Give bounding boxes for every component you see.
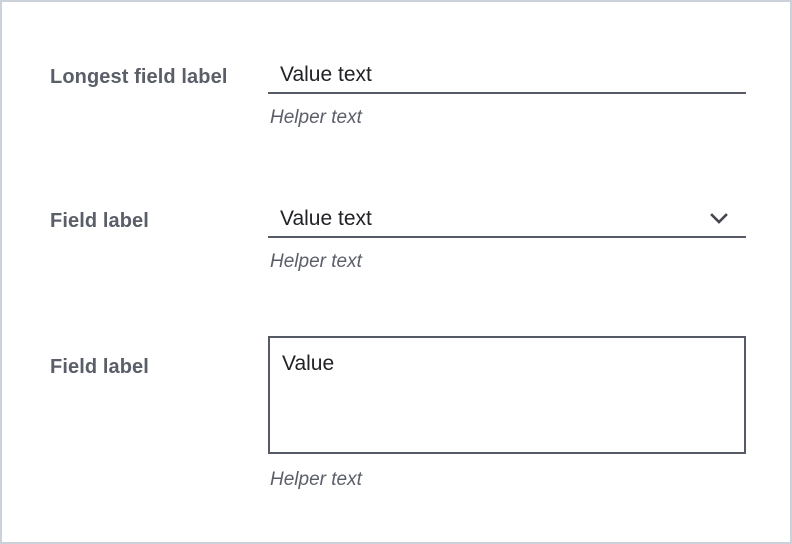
text-field-control-group: Value text Helper text [268,56,746,127]
select-input-helper-text: Helper text [270,251,362,272]
text-input-helper-text: Helper text [270,107,362,128]
field-label-select: Field label [50,210,149,232]
textarea-field-control-group: Value Helper text [268,336,746,489]
textarea-input-helper-text: Helper text [270,469,362,490]
select-input-value: Value text [280,206,372,230]
textarea-input[interactable]: Value [268,336,746,454]
select-input[interactable]: Value text [268,200,746,238]
chevron-down-icon[interactable] [704,203,734,233]
select-field-control-group: Value text Helper text [268,200,746,271]
text-input-value: Value text [280,62,372,86]
text-input[interactable]: Value text [268,56,746,94]
field-label-longest: Longest field label [50,66,228,88]
textarea-input-value: Value [282,352,335,375]
field-label-textarea: Field label [50,356,149,378]
